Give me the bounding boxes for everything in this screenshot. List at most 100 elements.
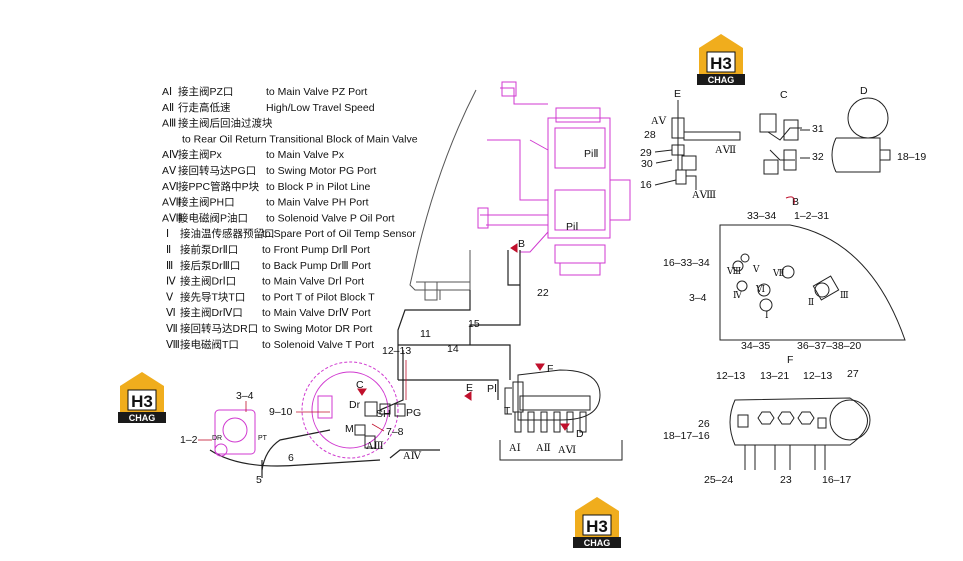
label-5: 5 — [256, 474, 262, 486]
legend-english: to Swing Motor DR Port — [262, 323, 372, 335]
detail-b-r4: Ⅳ — [733, 290, 743, 300]
legend-code: AⅢ — [162, 118, 176, 130]
detail-f-27: 27 — [847, 368, 859, 380]
detail-b-36-20: 36–37–38–20 — [797, 340, 861, 352]
detail-f: F 12–13 13–21 12–13 27 26 18–17–16 25–24… — [663, 354, 871, 486]
detail-c-32: 32 — [812, 151, 824, 163]
legend-chinese: 接先导T块T口 — [180, 290, 245, 303]
detail-f-18-17-16: 18–17–16 — [663, 430, 710, 442]
label-d: D — [576, 428, 584, 440]
detail-b-3-4: 3–4 — [689, 292, 707, 304]
label-3-4: 3–4 — [236, 390, 254, 402]
legend-code: Ⅰ — [166, 228, 169, 240]
label-c: C — [356, 379, 364, 391]
legend-chinese: 接电磁阀P油口 — [178, 211, 248, 224]
detail-b-r7: Ⅶ — [772, 268, 785, 278]
legend-chinese: 接主阀Px — [178, 148, 223, 161]
label-a1: AⅠ — [509, 443, 521, 454]
label-a6: AⅥ — [558, 445, 576, 456]
label-sh: SH — [376, 408, 391, 420]
legend-english: to Port T of Pilot Block T — [262, 291, 375, 303]
label-pi: PⅠ — [487, 383, 497, 395]
detail-f-12-13b: 12–13 — [803, 370, 832, 382]
label-pg: PG — [406, 407, 421, 419]
main-valve — [499, 369, 623, 461]
label-m: M — [345, 423, 354, 435]
legend-chinese: 接油温传感器预留口 — [180, 227, 275, 240]
detail-b-title: B — [792, 196, 799, 208]
detail-e: E AⅤ 28 29 30 16 AⅦ AⅧ — [640, 88, 741, 201]
detail-b-34-35: 34–35 — [741, 340, 770, 352]
detail-e-29: 29 — [640, 147, 652, 159]
detail-f-25-24: 25–24 — [704, 474, 733, 486]
detail-e-a5: AⅤ — [651, 116, 667, 127]
legend-chinese: 接主阀DrⅠ口 — [180, 275, 236, 288]
detail-e-16: 16 — [640, 179, 652, 191]
detail-b-r2: Ⅱ — [808, 297, 814, 307]
detail-c-31: 31 — [812, 123, 824, 135]
detail-d: D 18–19 — [831, 85, 926, 173]
detail-b-r6: Ⅵ — [755, 284, 765, 294]
legend-chinese: 接前泵DrⅡ口 — [180, 243, 238, 256]
legend-code: AⅦ — [162, 197, 181, 209]
swing-motor — [301, 361, 399, 459]
legend-chinese: 接PPC管路中P块 — [178, 180, 260, 193]
label-t: T — [504, 405, 511, 417]
detail-b-16-33-34: 16–33–34 — [663, 257, 710, 269]
chart-arrows — [357, 243, 570, 431]
detail-b: B 33–34 1–2–31 16–33–34 3–4 34–35 36–37–… — [663, 196, 906, 352]
legend-code: Ⅵ — [166, 307, 176, 319]
legend-english: to Block P in Pilot Line — [266, 181, 370, 193]
detail-b-r8: Ⅷ — [726, 266, 741, 276]
detail-f-26: 26 — [698, 418, 710, 430]
legend-chinese: 接主阀DrⅣ口 — [180, 306, 243, 319]
leader-lines — [198, 360, 407, 441]
detail-e-a8: AⅧ — [692, 190, 716, 201]
detail-d-18-19: 18–19 — [897, 151, 926, 163]
logo-bottom: H3 CHAG — [573, 497, 621, 548]
label-9-10: 9–10 — [269, 406, 293, 418]
logo-letters: H3 — [131, 392, 153, 411]
detail-b-1-2-31: 1–2–31 — [794, 210, 829, 222]
logo-left: H3 CHAG — [118, 372, 166, 423]
legend-english: to Main Valve Px — [266, 149, 345, 161]
detail-c-title: C — [780, 89, 788, 101]
legend-chinese: 接后泵DrⅢ口 — [180, 259, 240, 272]
legend-english: to Back Pump DrⅢ Port — [262, 260, 371, 272]
label-a3: AⅢ — [366, 441, 384, 452]
label-11: 11 — [420, 328, 431, 340]
legend-code: AⅥ — [162, 181, 179, 193]
logo-word: CHAG — [584, 538, 611, 548]
legend-english: to Rear Oil Return Transitional Block of… — [182, 133, 418, 145]
label-pi2: PiⅡ — [584, 148, 599, 160]
legend-english: to Main Valve DrⅣ Port — [262, 307, 371, 319]
legend-code: AⅣ — [162, 149, 179, 161]
machine-outline — [409, 89, 477, 301]
legend-code: AⅡ — [162, 102, 174, 114]
legend-chinese: 接主阀PH口 — [178, 196, 235, 209]
detail-f-16-17: 16–17 — [822, 474, 851, 486]
legend-chinese: 接回转马达PG口 — [178, 164, 256, 177]
legend-chinese: 行走高低速 — [178, 101, 231, 114]
label-f: F — [547, 363, 553, 375]
label-12-13: 12–13 — [382, 345, 411, 357]
label-dr: Dr — [349, 399, 361, 411]
detail-b-33-34: 33–34 — [747, 210, 776, 222]
legend-code: AⅧ — [162, 212, 183, 224]
legend-english: to Spare Port of Oil Temp Sensor — [262, 228, 416, 240]
swing-motor-fittings — [354, 401, 406, 449]
label-e: E — [466, 382, 473, 394]
legend-english: to Solenoid Valve T Port — [262, 339, 374, 351]
detail-b-r3: Ⅲ — [840, 290, 849, 300]
legend-english: to Front Pump DrⅡ Port — [262, 244, 370, 256]
label-pt: PT — [258, 435, 268, 442]
logo-letters: H3 — [586, 517, 608, 536]
logo-word: CHAG — [708, 75, 735, 85]
detail-c: C 31 32 — [759, 89, 824, 175]
label-a4: AⅣ — [403, 451, 422, 462]
legend-english: to Main Valve PZ Port — [266, 86, 367, 98]
pump-assembly — [477, 81, 631, 276]
detail-b-r1: Ⅰ — [765, 310, 769, 320]
